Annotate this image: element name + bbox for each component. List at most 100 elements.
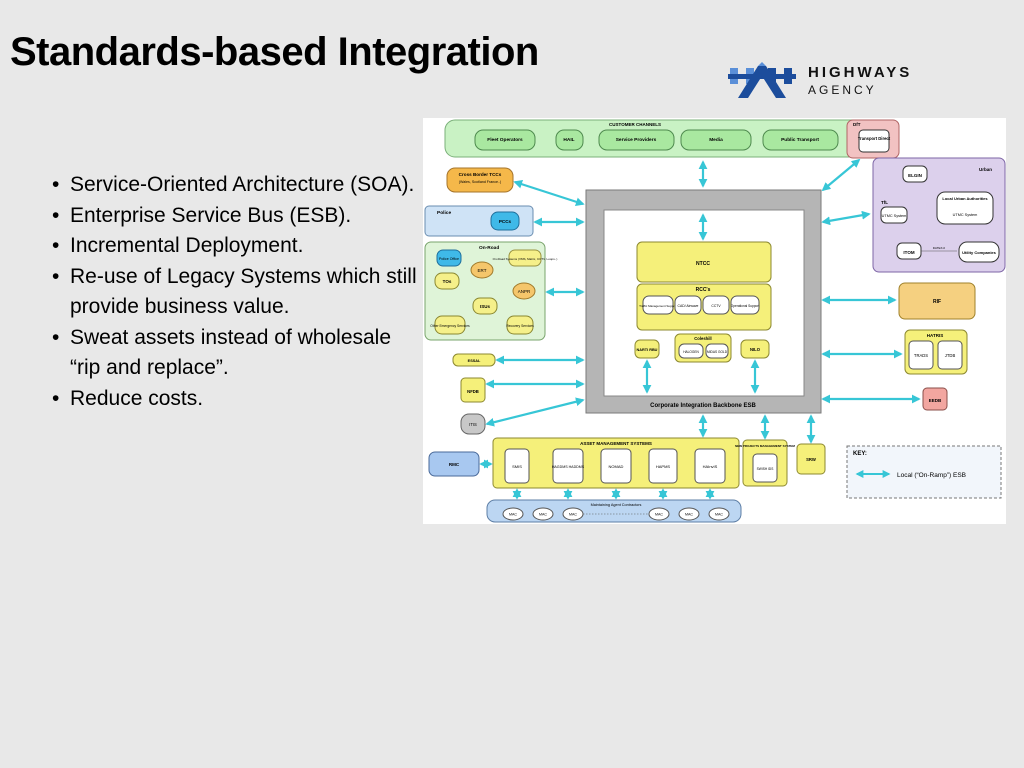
urban-item: DATEX-II bbox=[933, 246, 946, 250]
cross-border-label: Cross Border TCCs bbox=[459, 172, 502, 177]
police-group: Police PCCs bbox=[424, 205, 534, 237]
urban-item: TfL bbox=[881, 200, 888, 205]
hatris-item: TRADS bbox=[914, 353, 928, 358]
eedb-node: EEDB bbox=[929, 398, 942, 403]
key-group: KEY: Local (“On-Ramp”) ESB bbox=[846, 445, 1002, 499]
mac-item: MAC bbox=[569, 513, 577, 517]
onroad-item: Recovery Services bbox=[506, 324, 534, 328]
customer-channels-label: CUSTOMER CHANNELS bbox=[609, 122, 661, 127]
rcc-item: CCTV bbox=[711, 304, 721, 308]
cross-border-sub: (Wales, Scotland France..) bbox=[459, 180, 501, 184]
bullet-item: Incremental Deployment. bbox=[48, 231, 418, 262]
asset-item: SMIS bbox=[512, 464, 522, 469]
rcc-item: CAD/ Airwave bbox=[678, 304, 699, 308]
itis-group: ITIS bbox=[460, 413, 486, 435]
bullet-item: Service-Oriented Architecture (SOA). bbox=[48, 170, 418, 201]
essal-node: ESSAL bbox=[468, 359, 481, 363]
essal-group: ESSAL bbox=[452, 353, 496, 367]
asset-management-label: ASSET MANAGEMENT SYSTEMS bbox=[580, 441, 652, 446]
mac-item: MAC bbox=[655, 513, 663, 517]
highways-agency-bridge-icon bbox=[728, 62, 796, 98]
urban-label: Urban bbox=[979, 167, 992, 172]
customer-channel-item: Media bbox=[709, 137, 723, 143]
new-projects-label: NEW PROJECTS MANAGEMENT SYSTEM bbox=[735, 444, 795, 448]
dft-group: DfT Transport Direct bbox=[846, 119, 900, 159]
rcc-label: RCC's bbox=[696, 287, 711, 293]
bullet-item: Sweat assets instead of wholesale “rip a… bbox=[48, 323, 418, 384]
onroad-item: Other Emergency Services bbox=[430, 324, 470, 328]
swish-ids-node: SWISH IDS bbox=[757, 467, 774, 471]
bullet-list: Service-Oriented Architecture (SOA). Ent… bbox=[48, 170, 418, 414]
hatris-item: JTDB bbox=[945, 353, 956, 358]
onroad-item: ANPR bbox=[518, 289, 531, 294]
onroad-label: On-Road bbox=[479, 245, 499, 251]
police-label: Police bbox=[437, 210, 451, 216]
esb-connectors bbox=[479, 158, 921, 500]
urban-group: Urban ELGIN TfL UTMC System Local Urban … bbox=[872, 157, 1006, 273]
esb-label: Corporate Integration Backbone ESB bbox=[650, 403, 756, 409]
mac-item: MAC bbox=[715, 513, 723, 517]
mac-item: MAC bbox=[509, 513, 517, 517]
nilo-node: NILO bbox=[750, 347, 761, 352]
new-projects-group: NEW PROJECTS MANAGEMENT SYSTEM SWISH IDS bbox=[735, 439, 795, 487]
urban-item: UTMC System bbox=[953, 213, 978, 217]
customer-channel-item: Service Providers bbox=[616, 137, 657, 143]
urban-item: UTMC System bbox=[882, 214, 907, 218]
coleshill-label: Coleshill bbox=[694, 336, 711, 341]
urban-item: Local Urban Authorities bbox=[942, 196, 988, 201]
rcc-item: Traffic Management Support bbox=[639, 304, 677, 308]
bullet-item: Enterprise Service Bus (ESB). bbox=[48, 201, 418, 232]
logo-wordmark-highways: HIGHWAYS bbox=[808, 64, 913, 81]
esb-group: Corporate Integration Backbone ESB NTCC … bbox=[585, 189, 822, 414]
asset-item: NOMAD bbox=[609, 464, 624, 469]
mac-label: Maintaining Agent Contractors bbox=[591, 503, 642, 507]
dft-label: DfT bbox=[853, 122, 861, 127]
rif-group: RIF bbox=[898, 282, 976, 320]
ntcc-node: NTCC bbox=[696, 261, 710, 267]
onroad-item: ISUs bbox=[480, 304, 491, 309]
mac-item: MAC bbox=[685, 513, 693, 517]
hatris-label: HATRIS bbox=[927, 333, 943, 338]
rmc-node: RMC bbox=[449, 462, 460, 467]
mac-group: Maintaining Agent Contractors MAC MAC MA… bbox=[486, 499, 742, 523]
key-item: Local (“On-Ramp”) ESB bbox=[897, 472, 966, 479]
rmc-group: RMC bbox=[428, 451, 480, 477]
narti-node: NARTI RBU bbox=[637, 348, 658, 352]
rcc-item: Operational Support bbox=[731, 304, 760, 308]
highways-agency-logo: HIGHWAYS AGENCY bbox=[728, 60, 958, 102]
onroad-group: On-Road Police Office On-Road Systems (V… bbox=[424, 241, 558, 341]
rif-node: RIF bbox=[933, 299, 941, 305]
urban-item: Utility Companies bbox=[962, 250, 997, 255]
asset-item: HAInvIS bbox=[703, 464, 718, 469]
asset-item: HAGDMS HADDMS bbox=[552, 465, 585, 469]
customer-channels-group: CUSTOMER CHANNELS Fleet Operators HAIL S… bbox=[444, 119, 874, 158]
customer-channel-item: Fleet Operators bbox=[487, 137, 523, 143]
coleshill-item: MIDAS GOLD bbox=[707, 350, 728, 354]
nfdb-node: NFDB bbox=[467, 389, 479, 394]
transport-direct-node: Transport Direct bbox=[858, 136, 891, 141]
asset-item: HAPMS bbox=[656, 464, 671, 469]
onroad-item: TOs bbox=[443, 279, 452, 284]
srw-node: SRW bbox=[806, 457, 816, 462]
bullet-item: Re-use of Legacy Systems which still pro… bbox=[48, 262, 418, 323]
hatris-group: HATRIS TRADS JTDB bbox=[904, 329, 968, 375]
customer-channel-item: Public Transport bbox=[781, 137, 819, 143]
integration-architecture-diagram: CUSTOMER CHANNELS Fleet Operators HAIL S… bbox=[423, 118, 1006, 524]
diagram-canvas: CUSTOMER CHANNELS Fleet Operators HAIL S… bbox=[424, 119, 1006, 523]
asset-management-group: ASSET MANAGEMENT SYSTEMS SMIS HAGDMS HAD… bbox=[492, 437, 740, 489]
onroad-item: On-Road Systems (VMS, Matrix, CCTV, Loop… bbox=[493, 257, 558, 261]
onroad-item: ERT bbox=[478, 268, 487, 273]
urban-item: ITOM bbox=[903, 250, 914, 255]
eedb-group: EEDB bbox=[922, 387, 948, 411]
cross-border-group: Cross Border TCCs (Wales, Scotland Franc… bbox=[446, 167, 514, 193]
bullet-item: Reduce costs. bbox=[48, 384, 418, 415]
coleshill-item: HALOGEN bbox=[683, 350, 699, 354]
itis-node: ITIS bbox=[469, 422, 477, 427]
urban-item: ELGIN bbox=[908, 173, 922, 178]
pccs-node: PCCs bbox=[499, 219, 512, 224]
logo-wordmark-agency: AGENCY bbox=[808, 83, 877, 97]
onroad-item: Police Office bbox=[439, 257, 459, 261]
nfdb-group: NFDB bbox=[460, 377, 486, 403]
key-label: KEY: bbox=[853, 451, 867, 457]
slide-title: Standards-based Integration bbox=[10, 30, 539, 74]
